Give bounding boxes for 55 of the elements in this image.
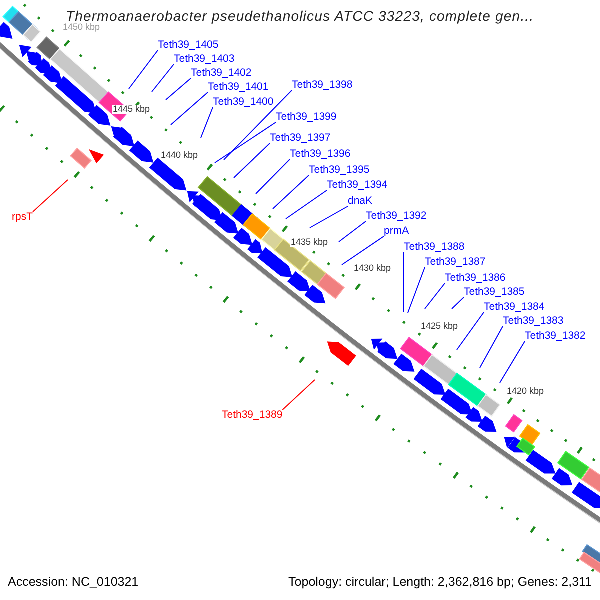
leader-line (166, 78, 192, 100)
leader-line (256, 159, 290, 194)
leader-line (272, 175, 310, 210)
leader-line (342, 236, 384, 266)
leader-line (452, 297, 464, 310)
gene-label: Teth39_1398 (292, 80, 353, 90)
scale-label: 1425 kbp (420, 322, 460, 331)
gene-label: dnaK (348, 196, 373, 206)
leader-line (282, 380, 316, 410)
gene-label: Teth39_1384 (484, 302, 545, 312)
gene-label: Teth39_1396 (290, 149, 351, 160)
gene-label: Teth39_1403 (174, 54, 235, 64)
scale-label: 1450 kbp (62, 23, 102, 32)
scale-label: 1420 kbp (506, 387, 546, 396)
gene-label: Teth39_1388 (404, 242, 465, 252)
leader-line (214, 122, 276, 164)
leader-line (480, 326, 504, 368)
title: Thermoanaerobacter pseudethanolicus ATCC 33223, complete gen... (66, 9, 534, 23)
scale-label: 1445 kbp (112, 105, 152, 114)
leader-line (170, 92, 208, 126)
leader-line (310, 206, 348, 228)
gene-label: Teth39_1400 (213, 97, 274, 108)
gene-label: Teth39_1395 (309, 165, 370, 176)
leader-line (234, 143, 270, 178)
leader-line (200, 107, 214, 138)
gene-label: Teth39_1405 (158, 40, 219, 50)
gene-label: Teth39_1394 (327, 180, 388, 190)
footer-text: Accession: NC_010321 (8, 576, 139, 588)
leader-line (32, 180, 68, 212)
gene-label: Teth39_1402 (191, 68, 252, 78)
gene-label: Teth39_1385 (464, 287, 525, 298)
scale-label: 1430 kbp (353, 264, 392, 273)
gene-label: Teth39_1401 (208, 82, 269, 92)
gene-label: Teth39_1383 (503, 316, 564, 326)
leader-line (500, 341, 526, 384)
gene-label: Teth39_1389 (222, 410, 283, 420)
leader-line (408, 267, 426, 314)
gene-label: prmA (384, 226, 410, 236)
gene-label: Teth39_1382 (525, 331, 586, 342)
gene-label: Teth39_1399 (276, 112, 337, 122)
leader-line (424, 283, 446, 310)
leader-line (286, 190, 328, 220)
gene-label: Teth39_1397 (270, 133, 331, 144)
leader-line (456, 312, 484, 350)
leader-line (338, 221, 366, 242)
gene-label: Teth39_1392 (366, 211, 427, 222)
gene-label: rpsT (12, 212, 33, 222)
gene-label: Teth39_1386 (445, 273, 506, 284)
leader-line (152, 64, 174, 92)
leader-line (224, 90, 292, 160)
gene-label: Teth39_1387 (425, 257, 486, 268)
scale-label: 1440 kbp (160, 151, 200, 160)
footer-text: Topology: circular; Length: 2,362,816 bp; Genes: 2,311 (288, 576, 592, 588)
leader-line (128, 50, 158, 90)
scale-label: 1435 kbp (290, 238, 330, 247)
